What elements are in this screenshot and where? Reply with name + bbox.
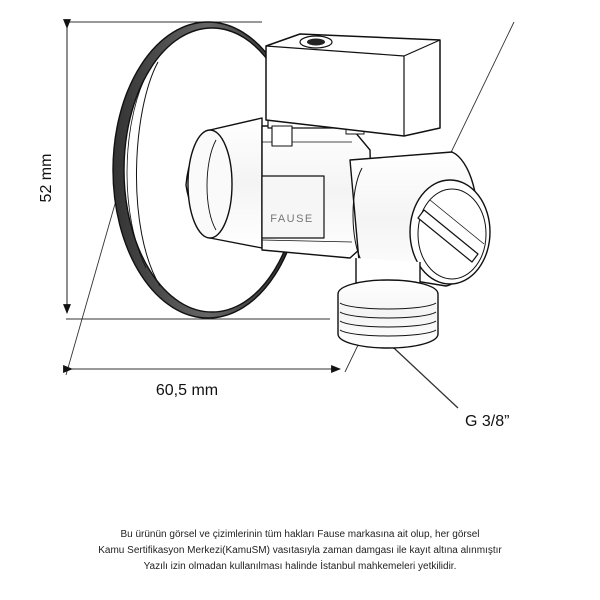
- copyright-notice: Bu ürünün görsel ve çizimlerinin tüm hak…: [0, 527, 600, 575]
- thread-leader-line: [384, 338, 459, 409]
- brand-label: FAUSE: [270, 213, 314, 225]
- notice-line-3: Yazılı izin olmadan kullanılması halinde…: [143, 561, 457, 572]
- body-nut: [185, 117, 263, 249]
- notice-line-2: Kamu Sertifikasyon Merkezi(KamuSM) vasıt…: [98, 545, 502, 556]
- height-label: 52 mm: [38, 154, 55, 203]
- lever-handle: [265, 33, 441, 137]
- notice-line-1: Bu ürünün görsel ve çizimlerinin tüm hak…: [120, 529, 480, 540]
- width-label: 60,5 mm: [156, 382, 218, 399]
- brand-plate: FAUSE: [261, 175, 325, 239]
- threaded-outlet: [337, 258, 439, 349]
- diagonal-extension-left: [65, 175, 124, 376]
- end-cap: [409, 179, 491, 285]
- thread-label: G 3/8”: [465, 413, 509, 430]
- angle-valve: FAUSE: [112, 21, 491, 349]
